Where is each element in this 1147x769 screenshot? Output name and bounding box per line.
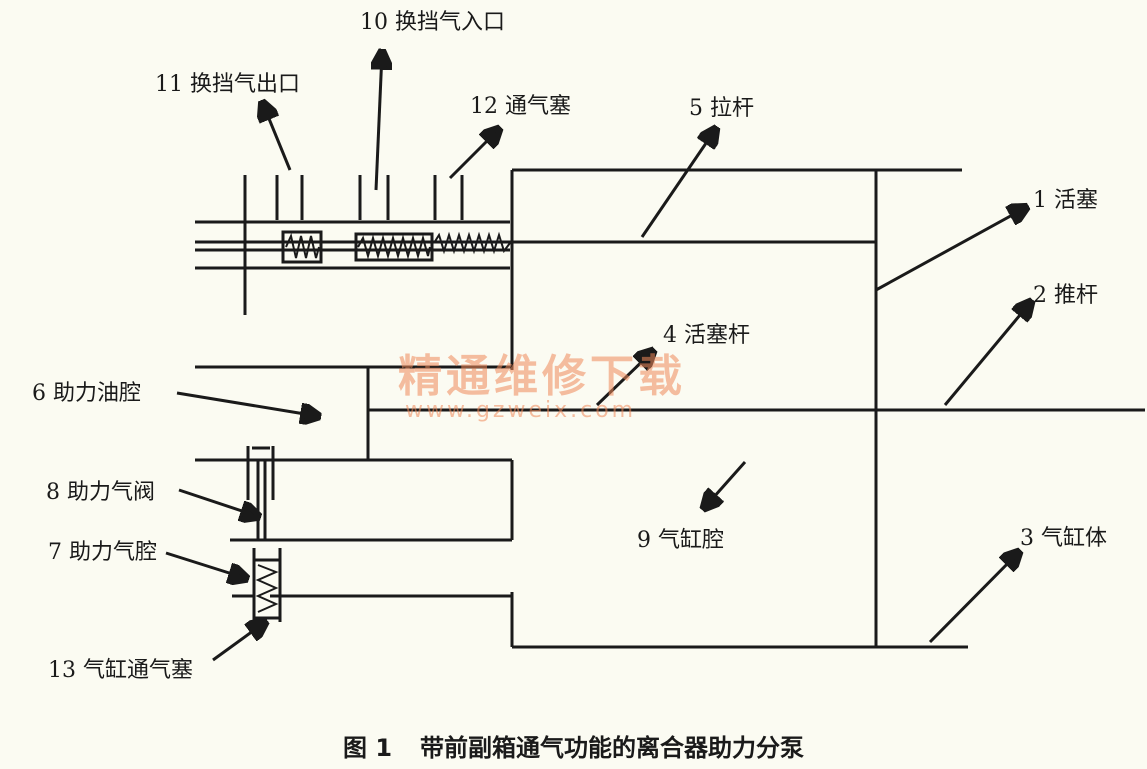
label-gearshift-air-inlet: 10 换挡气入口 [360,10,505,35]
booster-oil-chamber [195,365,512,460]
cylinder-body [270,168,968,649]
figure-title: 带前副箱通气功能的离合器助力分泵 [420,734,805,762]
label-vent-plug: 12 通气塞 [470,94,571,119]
label-gearshift-air-outlet: 11 换挡气出口 [155,72,300,97]
watermark-url: www.gzweix.com [405,398,637,423]
pull-rod [195,220,876,270]
leader-arrows [165,53,1030,662]
valve-spool-left [281,230,323,264]
label-booster-oil-chamber: 6 助力油腔 [32,381,141,406]
label-piston: 1 活塞 [1033,188,1098,213]
cylinder-vent-plug [232,548,282,622]
label-cylinder-vent-plug: 13 气缸通气塞 [48,658,193,683]
booster-air-section [195,446,514,542]
label-booster-air-chamber: 7 助力气腔 [48,540,157,565]
label-pull-rod: 5 拉杆 [689,96,754,121]
return-spring [433,231,511,255]
valve-spring-right [357,234,431,260]
label-push-rod: 2 推杆 [1033,283,1098,308]
label-booster-air-valve: 8 助力气阀 [46,480,155,505]
gearshift-ports [243,175,464,315]
label-cylinder-chamber: 9 气缸腔 [637,528,724,553]
label-piston-rod: 4 活塞杆 [663,323,750,348]
figure-number: 图 1 [342,734,393,762]
label-cylinder-block: 3 气缸体 [1020,526,1107,551]
valve-spring-left [285,232,320,259]
figure-caption: 图 1 带前副箱通气功能的离合器助力分泵 [0,728,1147,763]
valve-spool-right [354,232,434,262]
watermark-cn: 精通维修下载 [398,351,686,402]
